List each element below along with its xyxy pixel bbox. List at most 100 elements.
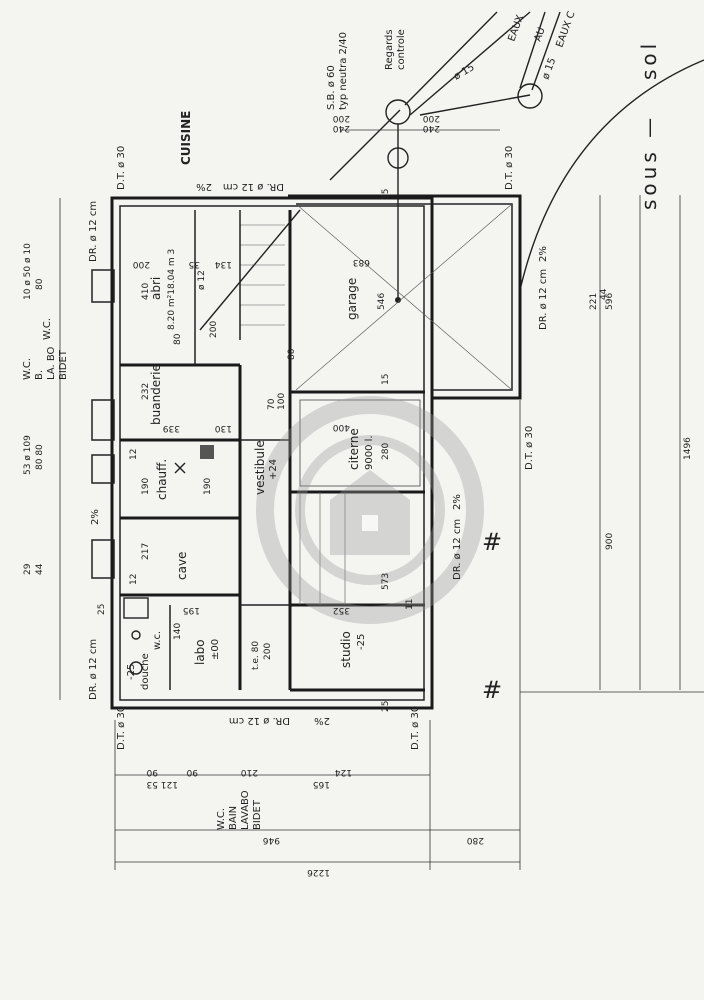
wc-fixture: [123, 597, 149, 619]
dim-121: 121: [161, 779, 178, 789]
room-abri: abri: [149, 277, 163, 300]
pipe-diagonal: [329, 109, 401, 181]
note-sb: S.B. ø 60: [326, 65, 337, 110]
dim-410: 410: [141, 283, 151, 300]
pipe-phi15: [419, 94, 531, 116]
note-dr12-left-bot: DR. ø 12 cm: [88, 639, 99, 700]
room-labels: garage citerne 9000 l. vestibule +24 stu…: [126, 111, 375, 690]
dim-1050: 10 ø 50 ø 10: [23, 243, 33, 300]
dim-53b: 53 ø 109: [23, 435, 33, 475]
studio-level: -25: [356, 634, 367, 650]
vestibule-level: +24: [268, 459, 279, 480]
watermark-logo: [256, 396, 484, 624]
dim-80d: 80 80: [35, 444, 45, 470]
dim-15b: 15: [381, 374, 391, 385]
dim-339: 339: [163, 423, 180, 433]
dim-80b: 80: [287, 348, 297, 360]
drain-line-au: [409, 11, 531, 116]
abri-dims: 8.20 m²18.04 m 3: [167, 249, 177, 330]
note-bidet: BIDET: [252, 799, 263, 830]
drain-line-eaux-c-2: [519, 11, 546, 89]
room-buanderie: buanderie: [149, 364, 163, 425]
dim-12b: 12: [129, 574, 139, 585]
dim-400: 400: [333, 422, 350, 432]
dim-217: 217: [141, 543, 151, 560]
dim-1496: 1496: [683, 437, 693, 460]
dim-80a: 80: [173, 333, 183, 345]
note-bidet-l: BIDET: [58, 349, 69, 380]
note-te200: 200: [263, 643, 273, 660]
chauff-boiler: [200, 445, 214, 459]
note-b-l: B.: [34, 370, 45, 380]
dim-352: 352: [333, 605, 350, 615]
drain-line-eaux: [404, 11, 498, 106]
note-pct-bottom: 2%: [314, 715, 330, 726]
dim-44b: 44: [35, 563, 45, 575]
labo-level: ±00: [210, 639, 221, 660]
note-dr12-bottom: DR. ø 12 cm: [229, 715, 290, 726]
drain-line-eaux-c: [531, 11, 561, 91]
room-cave: cave: [175, 552, 189, 580]
site-lines: [329, 11, 704, 303]
dim-35: 35: [189, 259, 200, 269]
room-wc: w.c.: [152, 631, 163, 650]
note-pct-r1: 2%: [538, 246, 549, 262]
note-regards: Regards: [384, 29, 395, 70]
dim-280: 280: [467, 835, 484, 845]
dim-210: 210: [241, 767, 258, 777]
grid-mark-1: #: [482, 528, 502, 556]
dim-240a: 240: [333, 123, 350, 133]
stair: [199, 209, 301, 340]
dim-15a: 15: [381, 189, 391, 200]
dim-1226: 1226: [307, 867, 330, 877]
vestibule-steps: [299, 492, 346, 605]
boundary-arc: [519, 59, 704, 291]
dim-134: 134: [215, 259, 232, 269]
note-phi15-a: ø 15: [452, 62, 477, 83]
note-typ: typ neutra 2/40: [338, 32, 349, 110]
dim-683: 683: [353, 257, 370, 267]
dim-44: 44: [599, 288, 609, 300]
dim-53: 53: [147, 779, 158, 789]
note-dt30-br: D.T. ø 30: [410, 706, 421, 750]
dim-200b: 200: [423, 113, 440, 123]
window-bay-1: [91, 269, 115, 303]
dim-25a: 25: [97, 604, 107, 615]
dim-280b: 280: [381, 443, 391, 460]
room-garage: garage: [345, 278, 359, 320]
note-te80: t.e. 80: [251, 641, 261, 670]
drain-point: [395, 297, 401, 303]
note-dt30-tl: D.T. ø 30: [116, 146, 127, 190]
note-bain: BAIN: [228, 806, 239, 830]
window-bay-3: [91, 539, 115, 579]
note-controle: controle: [396, 29, 407, 70]
dim-946: 946: [263, 835, 280, 845]
window-bay-4: [91, 454, 115, 484]
dim-90b: 90: [186, 767, 198, 777]
walls: [91, 194, 522, 710]
grid-mark-2: #: [482, 676, 502, 704]
inner-wall-main: [119, 205, 425, 701]
note-dt30-mid: D.T. ø 30: [524, 426, 535, 470]
room-douche: douche: [140, 653, 151, 690]
dim-100: 100: [277, 393, 287, 410]
note-eaux-top: EAUX: [506, 13, 526, 43]
room-labo: labo: [193, 639, 207, 665]
douche-level: -25: [126, 664, 137, 680]
dim-130: 130: [215, 423, 232, 433]
note-pct-top: 2%: [196, 181, 212, 192]
note-pct-left: 2%: [90, 509, 101, 525]
dim-221: 221: [589, 293, 599, 310]
label-cuisine: CUISINE: [179, 111, 193, 165]
dim-596: 596: [605, 293, 615, 310]
note-wc-l2: W.C.: [42, 318, 53, 340]
room-citerne: citerne: [347, 428, 361, 470]
dim-90a: 90: [146, 767, 158, 777]
note-lavbo-l: LA. BO: [46, 346, 57, 380]
dimension-labels: 240 200 240 200 596 1496 900 221 44 946 …: [23, 113, 693, 877]
outer-wall-garage: [288, 194, 522, 400]
title-sous: sous —: [637, 114, 661, 210]
dim-900: 900: [605, 533, 615, 550]
dim-165: 165: [313, 779, 330, 789]
